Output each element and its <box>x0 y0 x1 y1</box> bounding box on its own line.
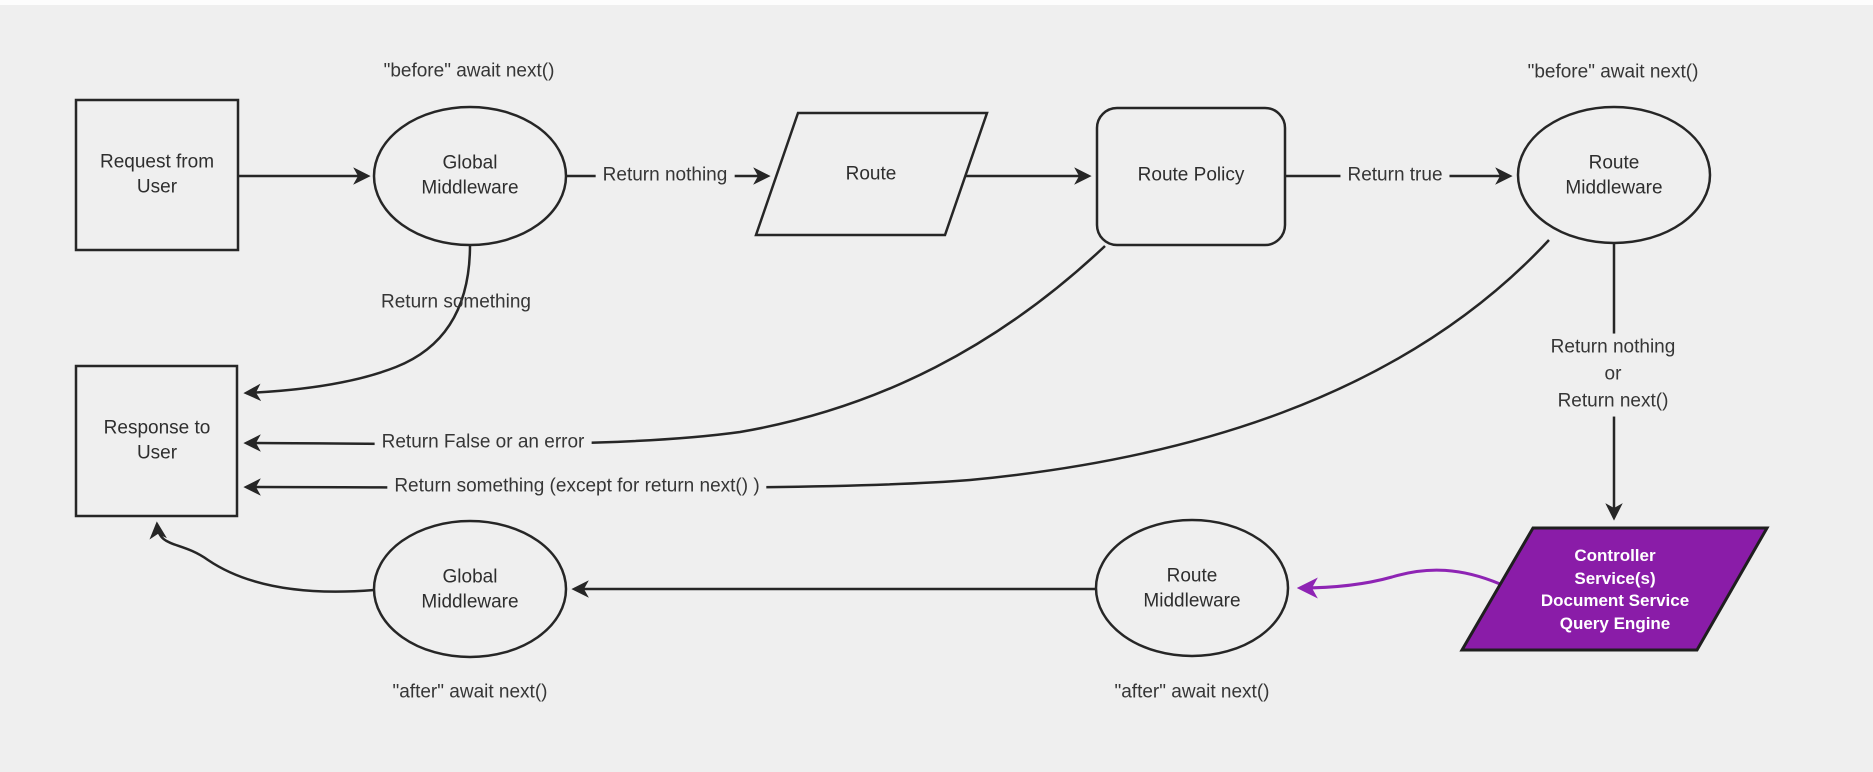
node-route-policy <box>1095 106 1287 247</box>
node-route-middleware-bottom <box>1094 518 1290 658</box>
node-route <box>754 111 989 237</box>
node-global-middleware-top <box>372 105 568 247</box>
edge-global-middleware-bottom-to-response <box>149 521 375 593</box>
edge-global-middleware-to-response <box>243 244 472 402</box>
node-request-from-user <box>74 98 240 252</box>
edge-route-middleware-to-response <box>243 239 1550 496</box>
node-response-to-user <box>74 364 239 518</box>
edge-route-policy-to-response <box>243 245 1106 452</box>
node-global-middleware-bottom <box>372 519 568 659</box>
edge-controller-to-route-middleware-bottom <box>1296 568 1501 599</box>
node-controller-services <box>1459 526 1770 652</box>
node-route-middleware-top <box>1516 105 1712 245</box>
